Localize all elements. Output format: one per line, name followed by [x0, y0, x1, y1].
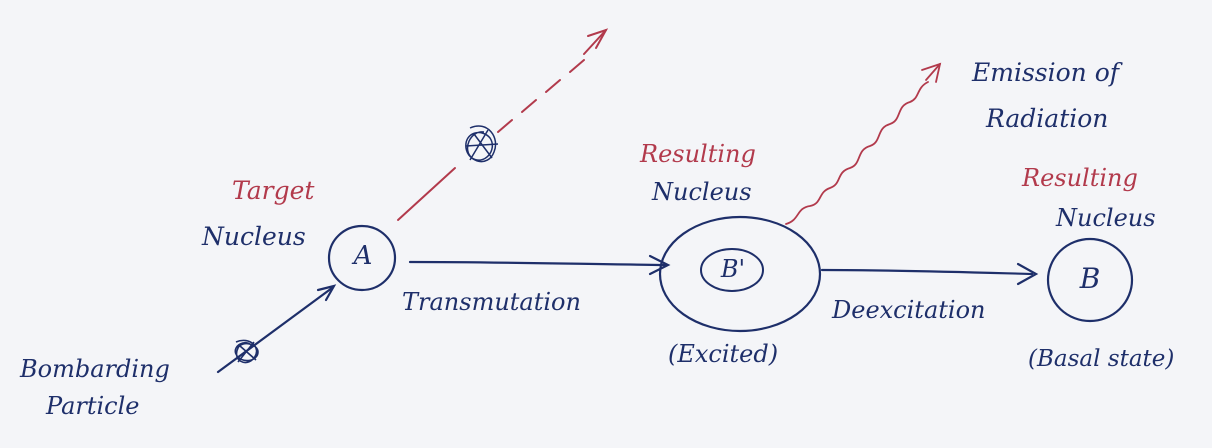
excited-nucleus-outer [658, 215, 822, 333]
resulting-nucleus-excited-label-2: Nucleus [652, 178, 752, 206]
deexcitation-label: Deexcitation [832, 296, 986, 324]
emission-label-2: Radiation [986, 104, 1109, 133]
target-nucleus-label-2: Nucleus [202, 222, 306, 251]
transmutation-label: Transmutation [402, 288, 581, 316]
target-nucleus-circle [327, 224, 397, 292]
basal-state-label: (Basal state) [1028, 346, 1175, 372]
resulting-nucleus-basal-label-2: Nucleus [1056, 204, 1156, 232]
bombarding-arrow [216, 284, 337, 374]
node-b-prime: B' [720, 255, 746, 283]
emission-label-1: Emission of [972, 58, 1120, 87]
bombarding-particle-label-1: Bombarding [20, 355, 170, 383]
resulting-nucleus-excited-label-1: Resulting [640, 140, 756, 168]
bombarding-particle-blob [234, 339, 259, 364]
transmutation-arrow [408, 254, 671, 276]
bombarding-particle-label-2: Particle [46, 392, 140, 420]
basal-nucleus-circle [1046, 237, 1134, 323]
ejected-particle-blob [465, 125, 499, 163]
radiation-wave [785, 62, 942, 225]
excited-nucleus-inner [700, 248, 764, 292]
target-nucleus-label-1: Target [232, 176, 315, 205]
node-a: A [353, 241, 373, 271]
ejected-particle-path [397, 28, 609, 221]
deexcitation-arrow [820, 262, 1039, 286]
node-b: B [1079, 262, 1101, 295]
resulting-nucleus-basal-label-1: Resulting [1022, 164, 1138, 192]
excited-state-label: (Excited) [668, 340, 779, 368]
